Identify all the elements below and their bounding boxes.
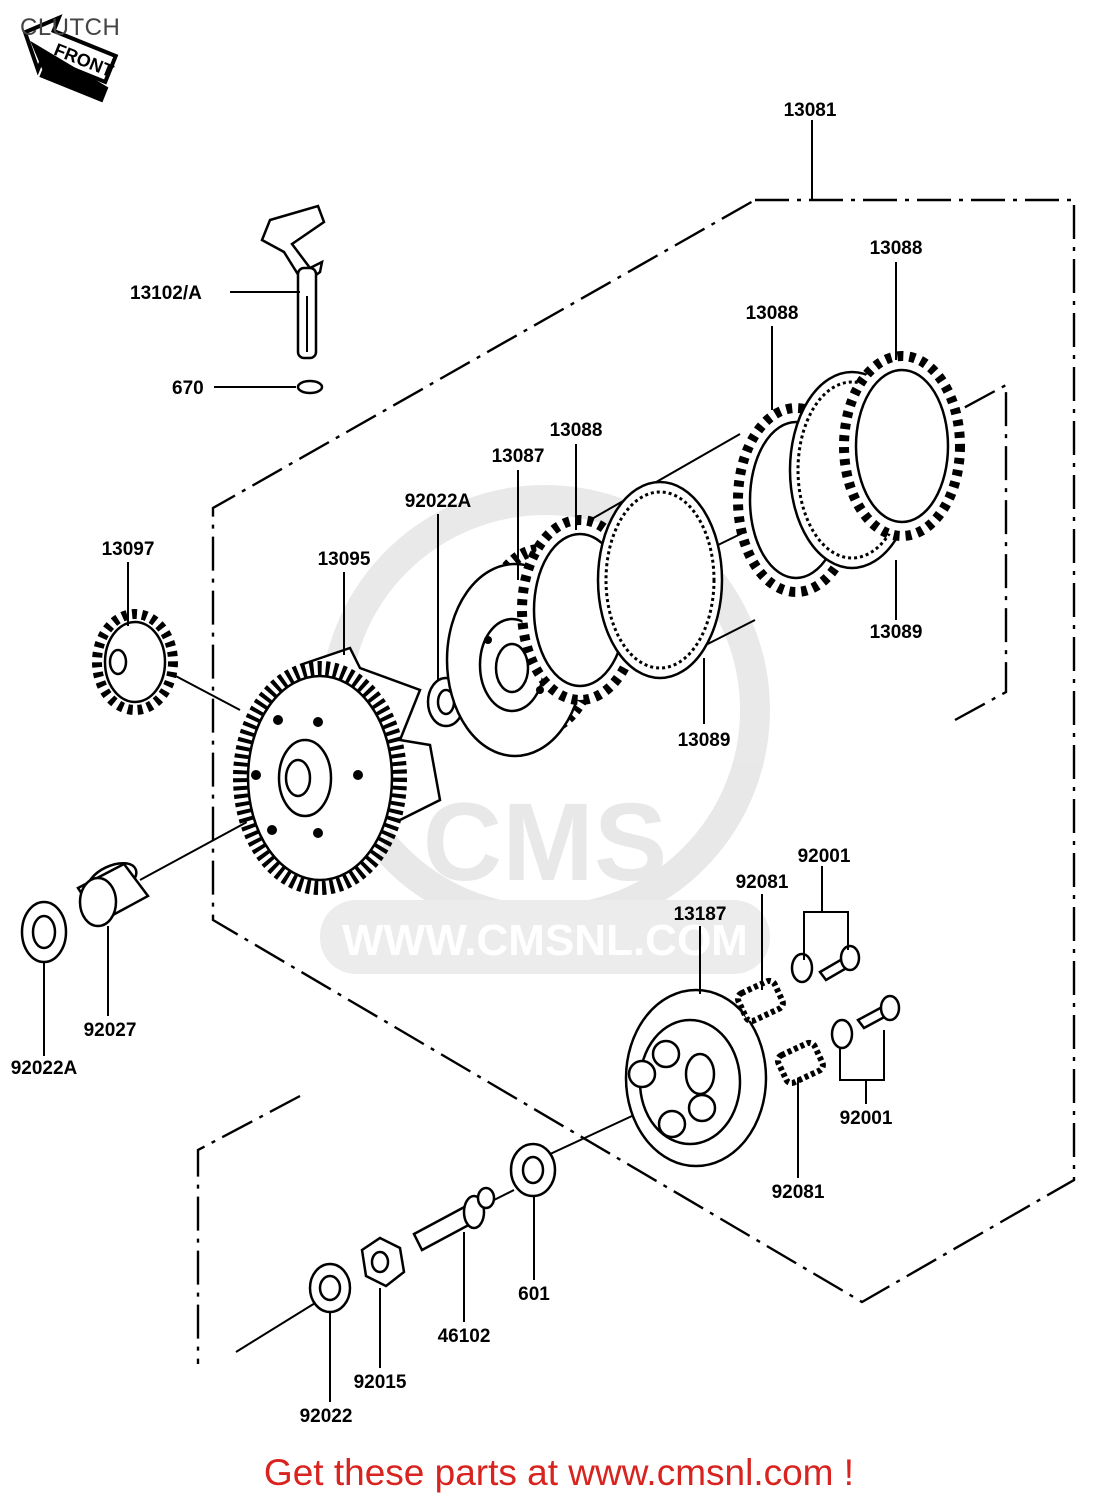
label-670: 670 [172, 378, 204, 399]
collar-92027 [76, 861, 150, 928]
label-13095: 13095 [318, 549, 371, 570]
footer-link[interactable]: Get these parts at www.cmsnl.com ! [263, 1452, 855, 1493]
washer-92022a-left [20, 900, 68, 964]
label-13187: 13187 [674, 904, 727, 925]
spring-92081-lower [774, 1039, 826, 1086]
label-13102a: 13102/A [130, 283, 202, 304]
front-arrow-icon: FRONT [22, 14, 119, 103]
pressure-plate-13187 [624, 988, 768, 1168]
watermark-url: WWW.CMSNL.COM [342, 916, 748, 965]
label-13081: 13081 [784, 100, 837, 121]
clutch-housing-13095 [233, 646, 442, 895]
watermark-logo: CMS [423, 781, 667, 904]
part-labels: 13081 13102/A 670 13088 13088 13088 1308… [11, 100, 923, 1427]
label-13088-top: 13088 [870, 238, 923, 259]
label-92081-top: 92081 [736, 872, 789, 893]
label-13088-low: 13088 [550, 420, 603, 441]
label-92022: 92022 [300, 1406, 353, 1427]
spring-92081-upper [734, 977, 786, 1024]
label-601: 601 [518, 1284, 550, 1305]
bearing-601 [509, 1142, 557, 1198]
label-92001-bottom: 92001 [840, 1108, 893, 1129]
cms-watermark: CMS WWW.CMSNL.COM [320, 485, 770, 974]
bolt-92001-lower [830, 994, 901, 1050]
label-46102: 46102 [438, 1326, 491, 1347]
label-13089-low: 13089 [678, 730, 731, 751]
label-92015: 92015 [354, 1372, 407, 1393]
label-13087: 13087 [492, 446, 545, 467]
assembly-boundary [196, 120, 1076, 1364]
label-13089-right: 13089 [870, 622, 923, 643]
label-13097: 13097 [102, 539, 155, 560]
label-92081-bottom: 92081 [772, 1182, 825, 1203]
gear-13097 [92, 609, 178, 715]
label-92022a-upper: 92022A [405, 491, 472, 512]
o-ring-670 [296, 379, 324, 395]
page-title: CLUTCH [20, 14, 121, 41]
leader-lines [43, 262, 897, 1402]
label-92022a-left: 92022A [11, 1058, 78, 1079]
washer-92022 [308, 1262, 352, 1314]
bolt-92001-upper [790, 944, 861, 984]
friction-plate-13088-c [839, 351, 965, 541]
label-13088-mid: 13088 [746, 303, 799, 324]
steel-plate-13089-a [596, 480, 724, 680]
label-92027: 92027 [84, 1020, 137, 1041]
push-rod-46102 [412, 1186, 496, 1252]
nut-92015 [360, 1236, 406, 1288]
release-lever-13102a [260, 204, 326, 360]
label-92001-top: 92001 [798, 846, 851, 867]
